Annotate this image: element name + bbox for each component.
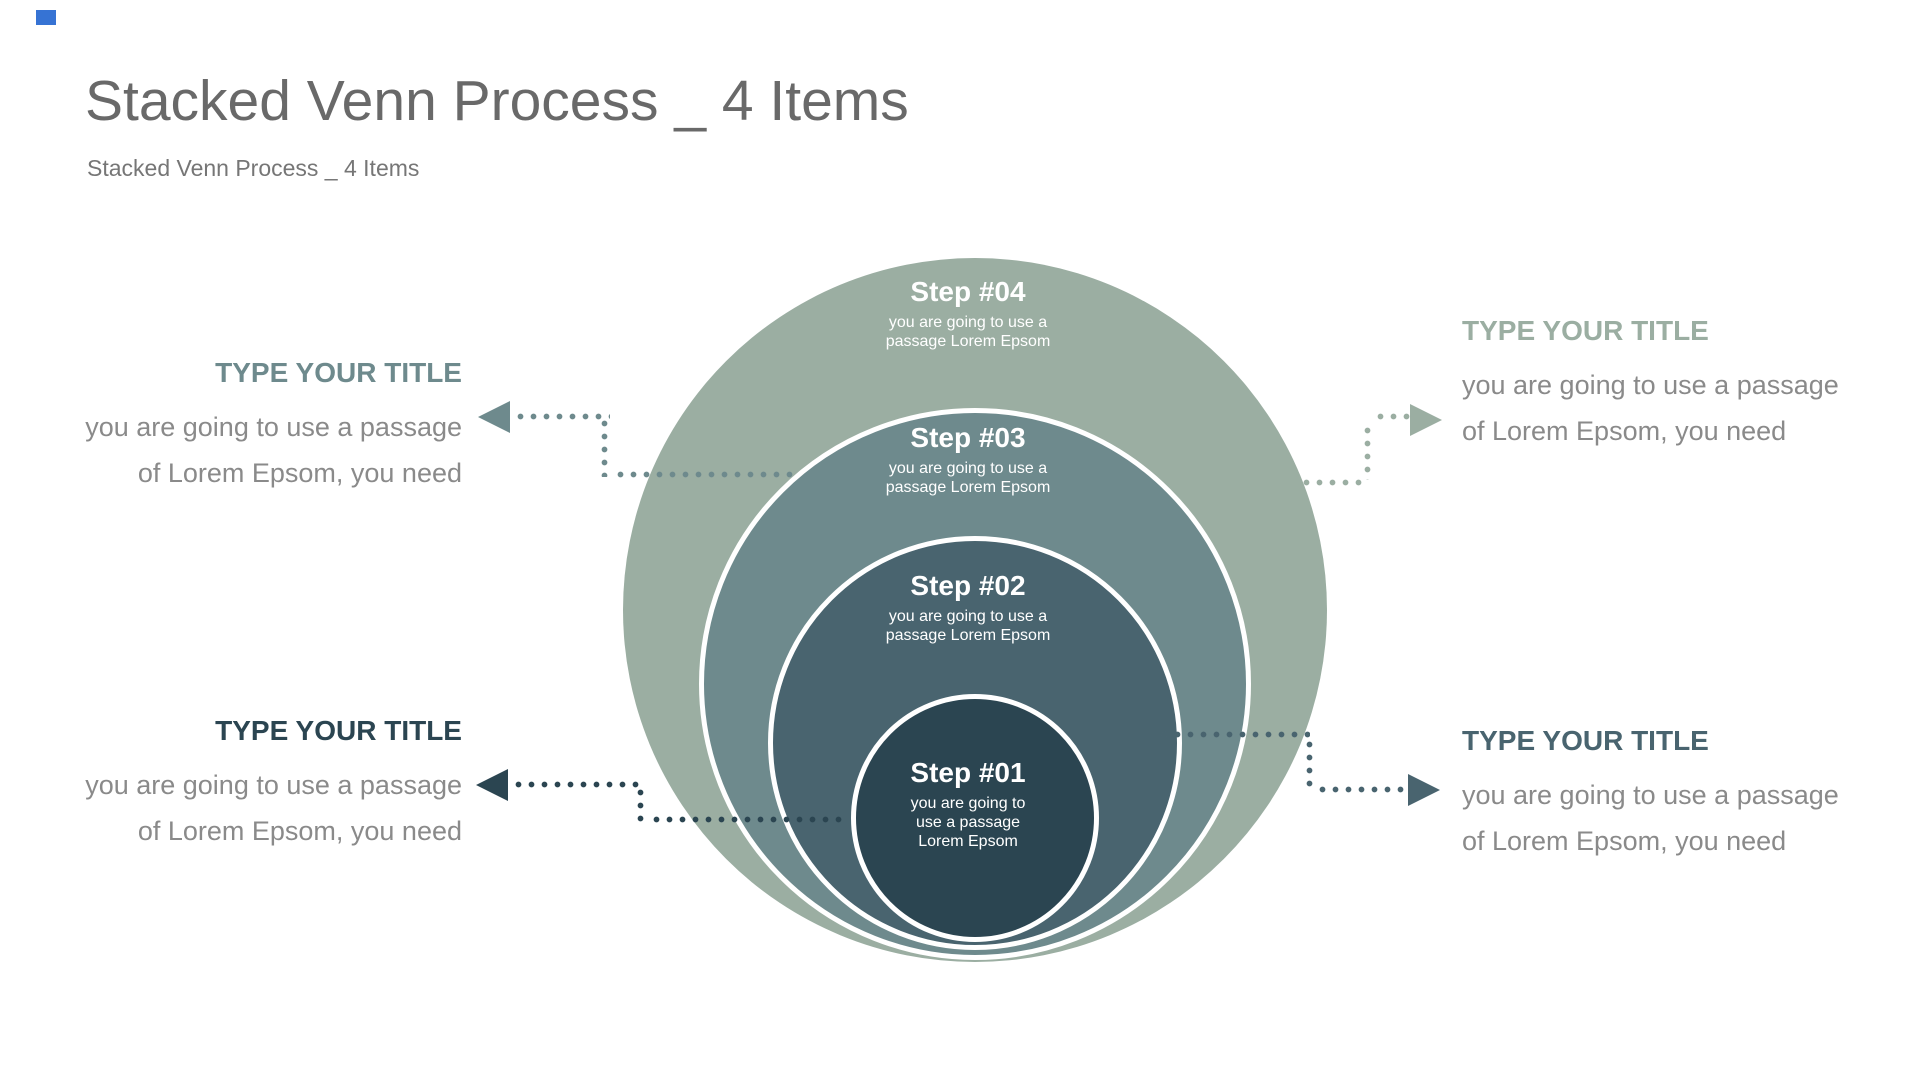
step4-desc-line2: passage Lorem Epsom [885,333,1051,350]
callout-bottom-right-title: TYPE YOUR TITLE [1462,725,1709,756]
callout-top-right: TYPE YOUR TITLE you are going to use a p… [1462,314,1862,454]
callout-top-right-title: TYPE YOUR TITLE [1462,315,1709,346]
callout-top-left-line2: of Lorem Epsom, you need [137,458,462,488]
step1-desc-line1: you are going to [910,795,1026,812]
dotted-line-segment [1374,413,1410,420]
step3-desc-line2: passage Lorem Epsom [885,479,1051,496]
step2-desc-line2: passage Lorem Epsom [885,627,1051,644]
callout-top-left-title: TYPE YOUR TITLE [215,357,462,388]
dotted-line-segment [1306,738,1313,790]
dotted-line-segment [614,471,796,478]
page-title: Stacked Venn Process _ 4 Items [85,69,909,133]
step4-title: Step #04 [910,276,1026,307]
dotted-line-segment [601,417,608,477]
step1-desc-line3: Lorem Epsom [918,833,1018,850]
arrowhead-right-icon [1410,404,1442,436]
callout-bottom-left-line2: of Lorem Epsom, you need [137,816,462,846]
callout-top-left-body: you are going to use a passage of Lorem … [62,404,462,496]
arrowhead-left-icon [478,401,510,433]
step4-label: Step #04 you are going to use a passage … [838,276,1098,351]
step1-description: you are going to use a passage Lorem Eps… [838,794,1098,851]
callout-bottom-right-body: you are going to use a passage of Lorem … [1462,772,1862,864]
step1-label: Step #01 you are going to use a passage … [838,757,1098,851]
dotted-line-segment [1364,424,1371,480]
arrowhead-left-icon [476,769,508,801]
dotted-line-segment [650,816,848,823]
dotted-line-segment [514,413,610,420]
dotted-line-segment [1316,786,1408,793]
step1-desc-line2: use a passage [915,814,1021,831]
blue-marker [36,10,56,25]
dotted-line-segment [512,781,640,788]
callout-bottom-left: TYPE YOUR TITLE you are going to use a p… [62,714,462,854]
step1-title: Step #01 [910,757,1026,788]
step2-description: you are going to use a passage Lorem Eps… [838,607,1098,645]
step2-label: Step #02 you are going to use a passage … [838,570,1098,645]
callout-bottom-left-body: you are going to use a passage of Lorem … [62,762,462,854]
step3-title: Step #03 [910,422,1026,453]
page-subtitle: Stacked Venn Process _ 4 Items [87,155,420,181]
callout-top-right-line1: you are going to use a passage [1462,370,1839,400]
step3-desc-line1: you are going to use a [888,460,1048,477]
callout-top-right-line2: of Lorem Epsom, you need [1462,416,1787,446]
callout-top-left-line1: you are going to use a passage [85,412,462,442]
dotted-line-segment [637,786,644,822]
step3-label: Step #03 you are going to use a passage … [838,422,1098,497]
callout-top-right-body: you are going to use a passage of Lorem … [1462,362,1862,454]
callout-bottom-right-line2: of Lorem Epsom, you need [1462,826,1787,856]
step4-description: you are going to use a passage Lorem Eps… [838,313,1098,351]
callout-top-left: TYPE YOUR TITLE you are going to use a p… [62,356,462,496]
dotted-line-segment [1300,479,1368,486]
venn-circle-step1 [851,694,1099,942]
callout-bottom-right-line1: you are going to use a passage [1462,780,1839,810]
step2-title: Step #02 [910,570,1026,601]
step3-description: you are going to use a passage Lorem Eps… [838,459,1098,497]
dotted-line-segment [1158,731,1310,738]
arrowhead-right-icon [1408,774,1440,806]
callout-bottom-left-line1: you are going to use a passage [85,770,462,800]
callout-bottom-left-title: TYPE YOUR TITLE [215,715,462,746]
callout-bottom-right: TYPE YOUR TITLE you are going to use a p… [1462,724,1862,864]
step2-desc-line1: you are going to use a [888,608,1048,625]
step4-desc-line1: you are going to use a [888,314,1048,331]
